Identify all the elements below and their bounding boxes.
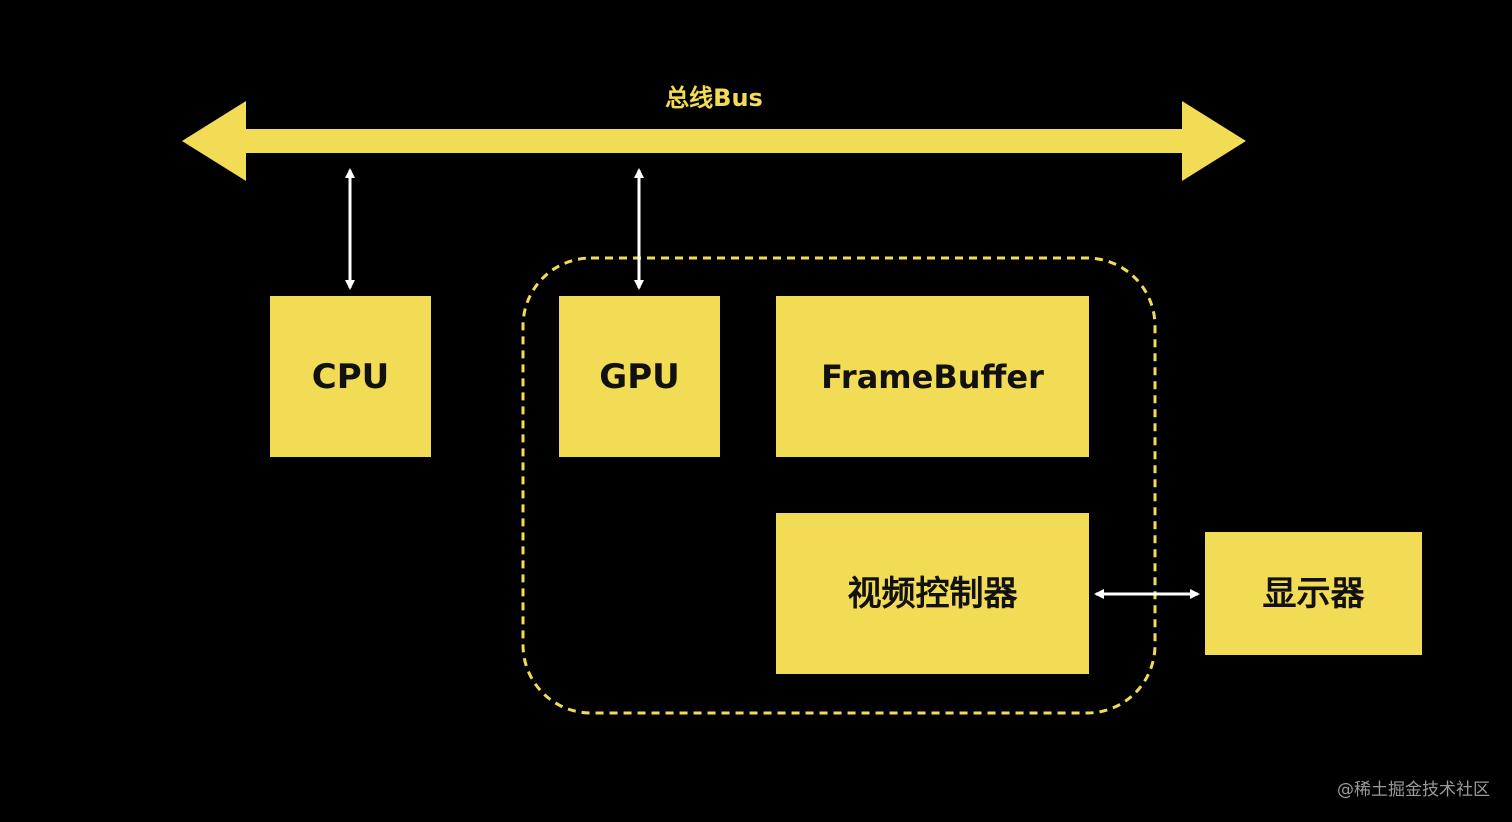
cpu-label: CPU <box>311 356 390 397</box>
video-controller-label: 视频控制器 <box>847 573 1018 614</box>
cpu-box: CPU <box>270 296 431 457</box>
gpu-subsystem-boundary <box>521 256 1157 715</box>
watermark: @稀土掘金技术社区 <box>1337 780 1490 800</box>
framebuffer-label: FrameBuffer <box>821 357 1044 396</box>
bus-arrow <box>182 101 1246 181</box>
display-box: 显示器 <box>1205 532 1422 655</box>
video-controller-box: 视频控制器 <box>776 513 1089 674</box>
display-label: 显示器 <box>1262 573 1365 614</box>
gpu-box: GPU <box>559 296 720 457</box>
framebuffer-box: FrameBuffer <box>776 296 1089 457</box>
bus-label: 总线Bus <box>665 84 763 112</box>
gpu-label: GPU <box>599 356 680 397</box>
